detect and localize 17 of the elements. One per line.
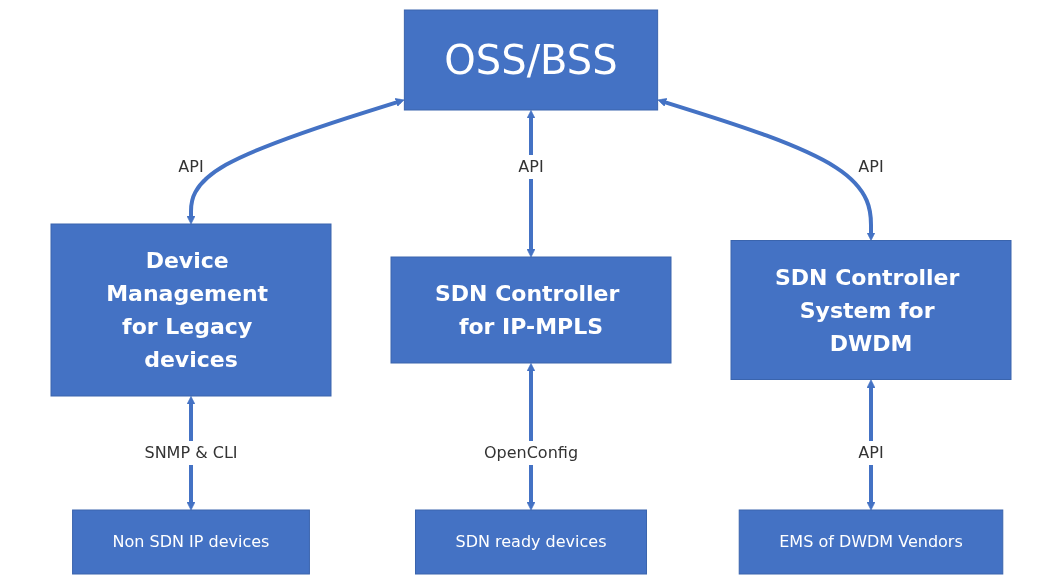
node-box: OSS/BSS — [403, 9, 658, 110]
edge-label: API — [177, 156, 204, 176]
edge-label: API — [857, 156, 884, 176]
node-box: SDN Controller System for DWDM — [730, 239, 1011, 380]
node-box: EMS of DWDM Vendors — [738, 509, 1003, 574]
arrow — [186, 97, 404, 224]
edge-label: API — [517, 156, 544, 176]
node-box: SDN Controller for IP-MPLS — [390, 256, 671, 363]
edge-label: SNMP & CLI — [143, 442, 238, 462]
node-box: Device Management for Legacy devices — [50, 223, 331, 396]
node-box: Non SDN IP devices — [71, 509, 310, 574]
edge-label: OpenConfig — [483, 442, 578, 462]
node-box: SDN ready devices — [414, 509, 647, 574]
arrow — [526, 109, 535, 257]
arrow — [657, 97, 875, 241]
arrow — [526, 362, 535, 510]
edge-label: API — [857, 442, 884, 462]
